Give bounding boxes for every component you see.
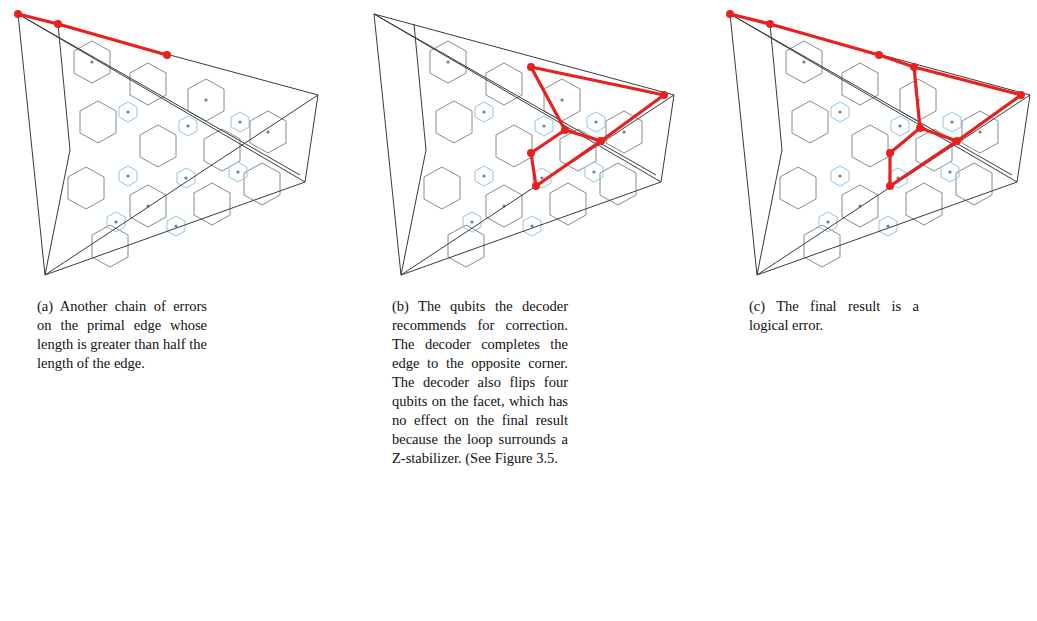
figure-caption: (c) The final result is a logical error. [749, 297, 919, 335]
figure-caption: (b) The qubits the decoder recommends fo… [392, 297, 568, 468]
figure-caption: (a) Another chain of errors on the prima… [37, 297, 207, 373]
